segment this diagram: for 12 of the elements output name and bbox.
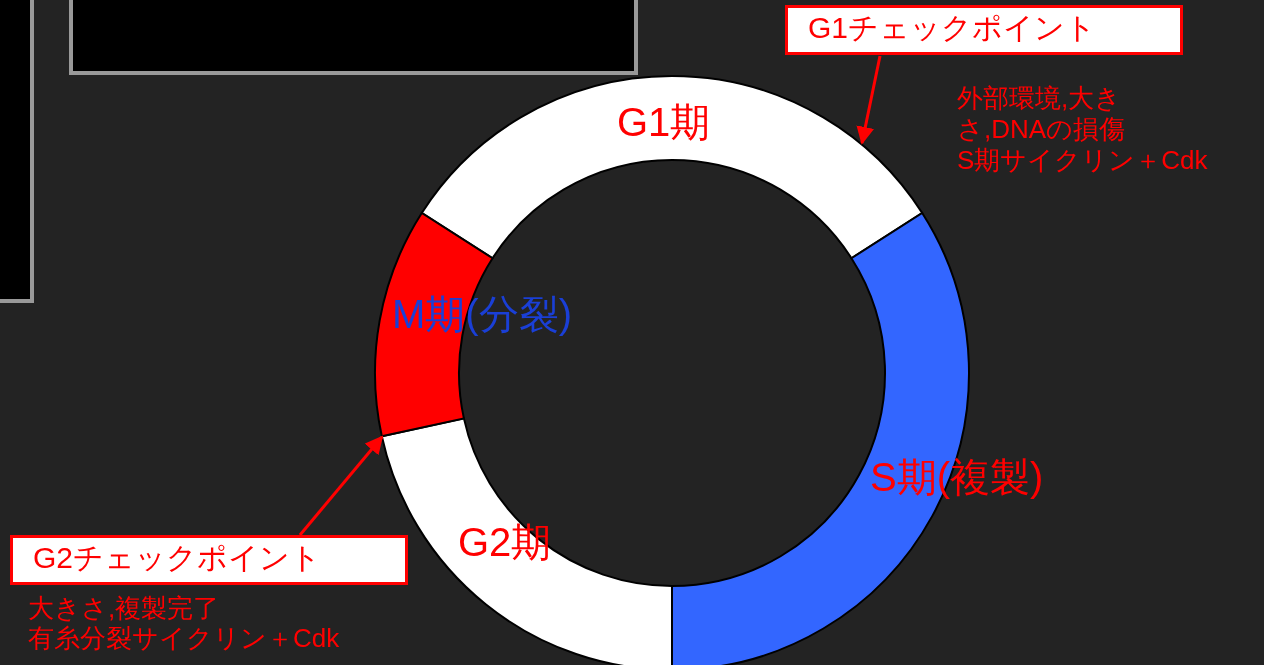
- checkpoint-note: 有糸分裂サイクリン＋Cdk: [28, 623, 340, 655]
- checkpoint-note: 外部環境,大きさ,DNAの損傷: [957, 83, 1127, 146]
- checkpoint-note: S期サイクリン＋Cdk: [957, 145, 1208, 177]
- phase-label: S期(複製): [870, 455, 1044, 499]
- checkpoint-note: 大きさ,複製完了: [28, 593, 220, 625]
- callout-pointer-arrow: [856, 55, 882, 145]
- callout-pointer-arrow: [298, 435, 384, 536]
- phase-label: G1期: [617, 100, 711, 144]
- checkpoint-callout: G1チェックポイント: [785, 5, 1183, 55]
- phase-label: G2期: [458, 520, 552, 564]
- checkpoint-callout: G2チェックポイント: [10, 535, 408, 585]
- phase-label: M期(分裂): [392, 292, 572, 336]
